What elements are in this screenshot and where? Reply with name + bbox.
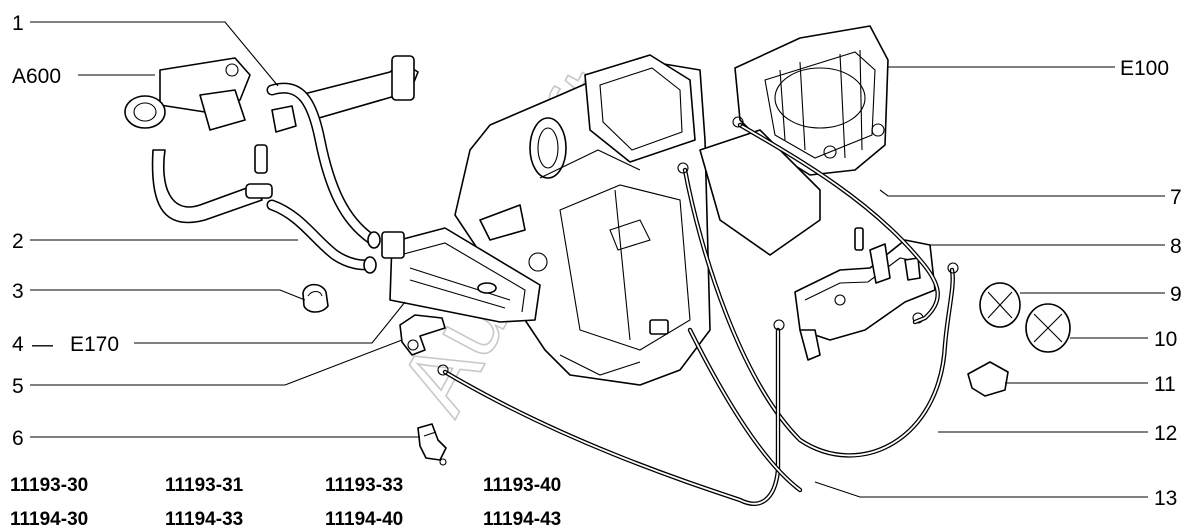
model-code: 11194-30	[10, 509, 88, 530]
callout-7: 7	[1170, 186, 1182, 209]
coolant-pipe-assembly-a600	[124, 55, 419, 224]
cable-part-12	[677, 162, 959, 458]
model-code: 11193-33	[325, 475, 403, 496]
model-code: 11194-33	[165, 509, 243, 530]
knob-part-10	[1025, 303, 1071, 353]
model-code: 11193-31	[165, 475, 244, 496]
callout-e170: E170	[70, 333, 119, 356]
callout-12: 12	[1154, 422, 1177, 445]
callout-a600: A600	[12, 65, 61, 88]
callout-13: 13	[1154, 487, 1177, 510]
cable-part-7	[732, 116, 940, 325]
hose-part-2	[266, 199, 377, 274]
callout-4-dash: —	[32, 333, 53, 356]
heater-tap-part-5	[399, 314, 446, 356]
cable-part-13	[437, 319, 803, 506]
callout-3: 3	[12, 280, 24, 303]
hose-part-1	[266, 82, 381, 249]
model-code: 11194-40	[325, 509, 403, 530]
knob-part-9	[979, 282, 1021, 328]
callout-4: 4	[12, 333, 24, 356]
callout-8: 8	[1170, 235, 1182, 258]
callout-11: 11	[1154, 373, 1176, 396]
callout-6: 6	[12, 427, 24, 450]
callout-2: 2	[12, 230, 24, 253]
callout-labels: 1 A600 2 3 4 — E170 5 6 E100 7 8 9 10 11…	[12, 12, 1182, 510]
callout-e100: E100	[1120, 57, 1169, 80]
model-codes: 11193-30 11193-31 11193-33 11193-40 1119…	[10, 475, 561, 530]
model-code: 11193-40	[483, 475, 561, 496]
leader-lines	[30, 21, 1165, 498]
model-code: 11193-30	[10, 475, 88, 496]
callout-10: 10	[1154, 328, 1177, 351]
callout-5: 5	[12, 375, 24, 398]
callout-1: 1	[12, 12, 24, 35]
model-code: 11194-43	[483, 509, 561, 530]
knob-part-11	[967, 361, 1009, 397]
bracket-part-6	[417, 423, 447, 466]
hose-clamp-part-3	[302, 283, 329, 313]
fan-housing-e100	[699, 25, 889, 256]
heater-core-e170	[381, 227, 541, 323]
callout-9: 9	[1170, 283, 1182, 306]
control-unit-part-8	[794, 227, 936, 361]
